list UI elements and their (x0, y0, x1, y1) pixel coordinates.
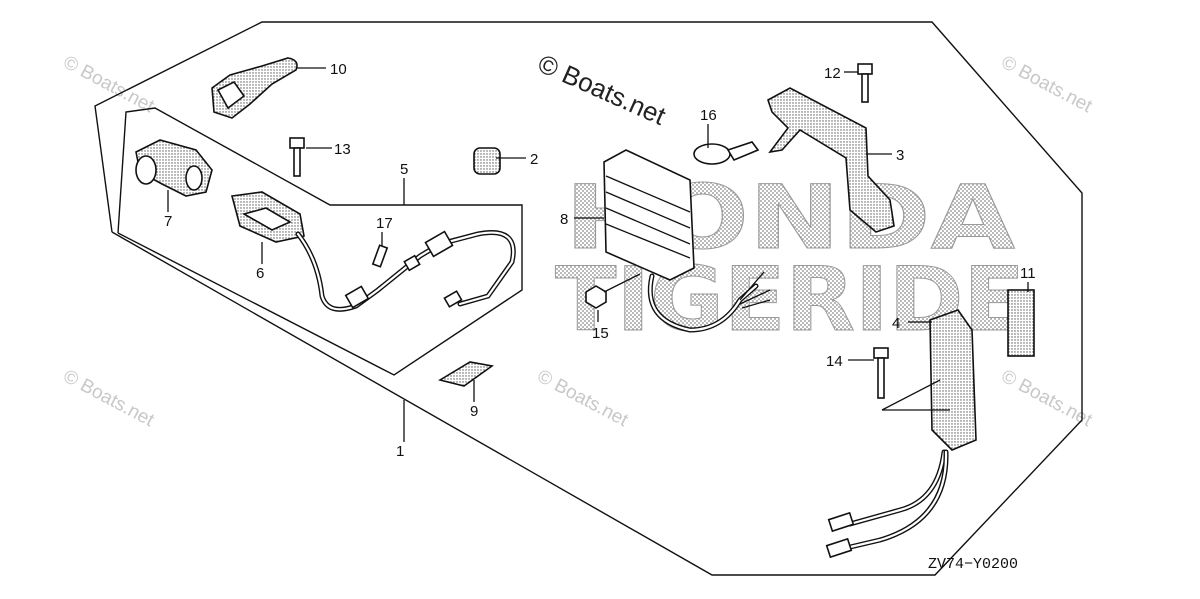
callout-8: 8 (560, 211, 568, 228)
callout-9: 9 (470, 403, 478, 420)
part-4-sensor (825, 309, 977, 559)
callout-15: 15 (592, 325, 609, 342)
callout-4: 4 (892, 315, 900, 332)
callout-5: 5 (400, 161, 408, 178)
watermark-mid-left: © Boats.net (60, 366, 158, 432)
callout-1: 1 (396, 443, 404, 460)
watermark-center: © Boats.net (534, 366, 632, 432)
part-2-grommet (473, 147, 501, 175)
part-6-switch (230, 191, 305, 243)
callout-11: 11 (1020, 265, 1036, 282)
callout-7: 7 (164, 213, 172, 230)
watermark-main: © Boats.net (534, 48, 671, 131)
callout-17: 17 (376, 215, 393, 232)
part-17-fuse (371, 244, 389, 268)
part-7-cover (135, 139, 213, 197)
brand-word-bottom: TIGERIDE (555, 248, 1025, 351)
callout-6: 6 (256, 265, 264, 282)
watermark-top-left: © Boats.net (60, 52, 158, 118)
part-5-harness (295, 230, 516, 312)
part-11-label (1007, 289, 1035, 357)
callout-14: 14 (826, 353, 843, 370)
callout-12: 12 (824, 65, 841, 82)
part-8-regulator (603, 149, 771, 333)
callout-3: 3 (896, 147, 904, 164)
callout-leaders (167, 67, 1029, 442)
part-9-plate (437, 361, 495, 387)
callout-16: 16 (700, 107, 717, 124)
callout-labels: 1 2 3 4 5 6 7 8 9 10 11 12 13 14 15 16 1… (164, 61, 1036, 460)
part-10-grip (211, 57, 298, 119)
kit-frame-outer (94, 21, 1083, 576)
part-12-bolt (857, 63, 873, 103)
callout-2: 2 (530, 151, 538, 168)
part-13-bolt (289, 137, 305, 177)
part-15-bolt (585, 273, 641, 309)
part-16-clamp (693, 141, 760, 165)
kit-frame-inner (117, 107, 523, 376)
part-14-bolt (873, 347, 889, 399)
callout-10: 10 (330, 61, 347, 78)
watermark-top-right: © Boats.net (998, 52, 1096, 118)
callout-13: 13 (334, 141, 351, 158)
part-3-bracket (767, 87, 895, 233)
diagram-code: ZV74−Y0200 (928, 556, 1018, 573)
